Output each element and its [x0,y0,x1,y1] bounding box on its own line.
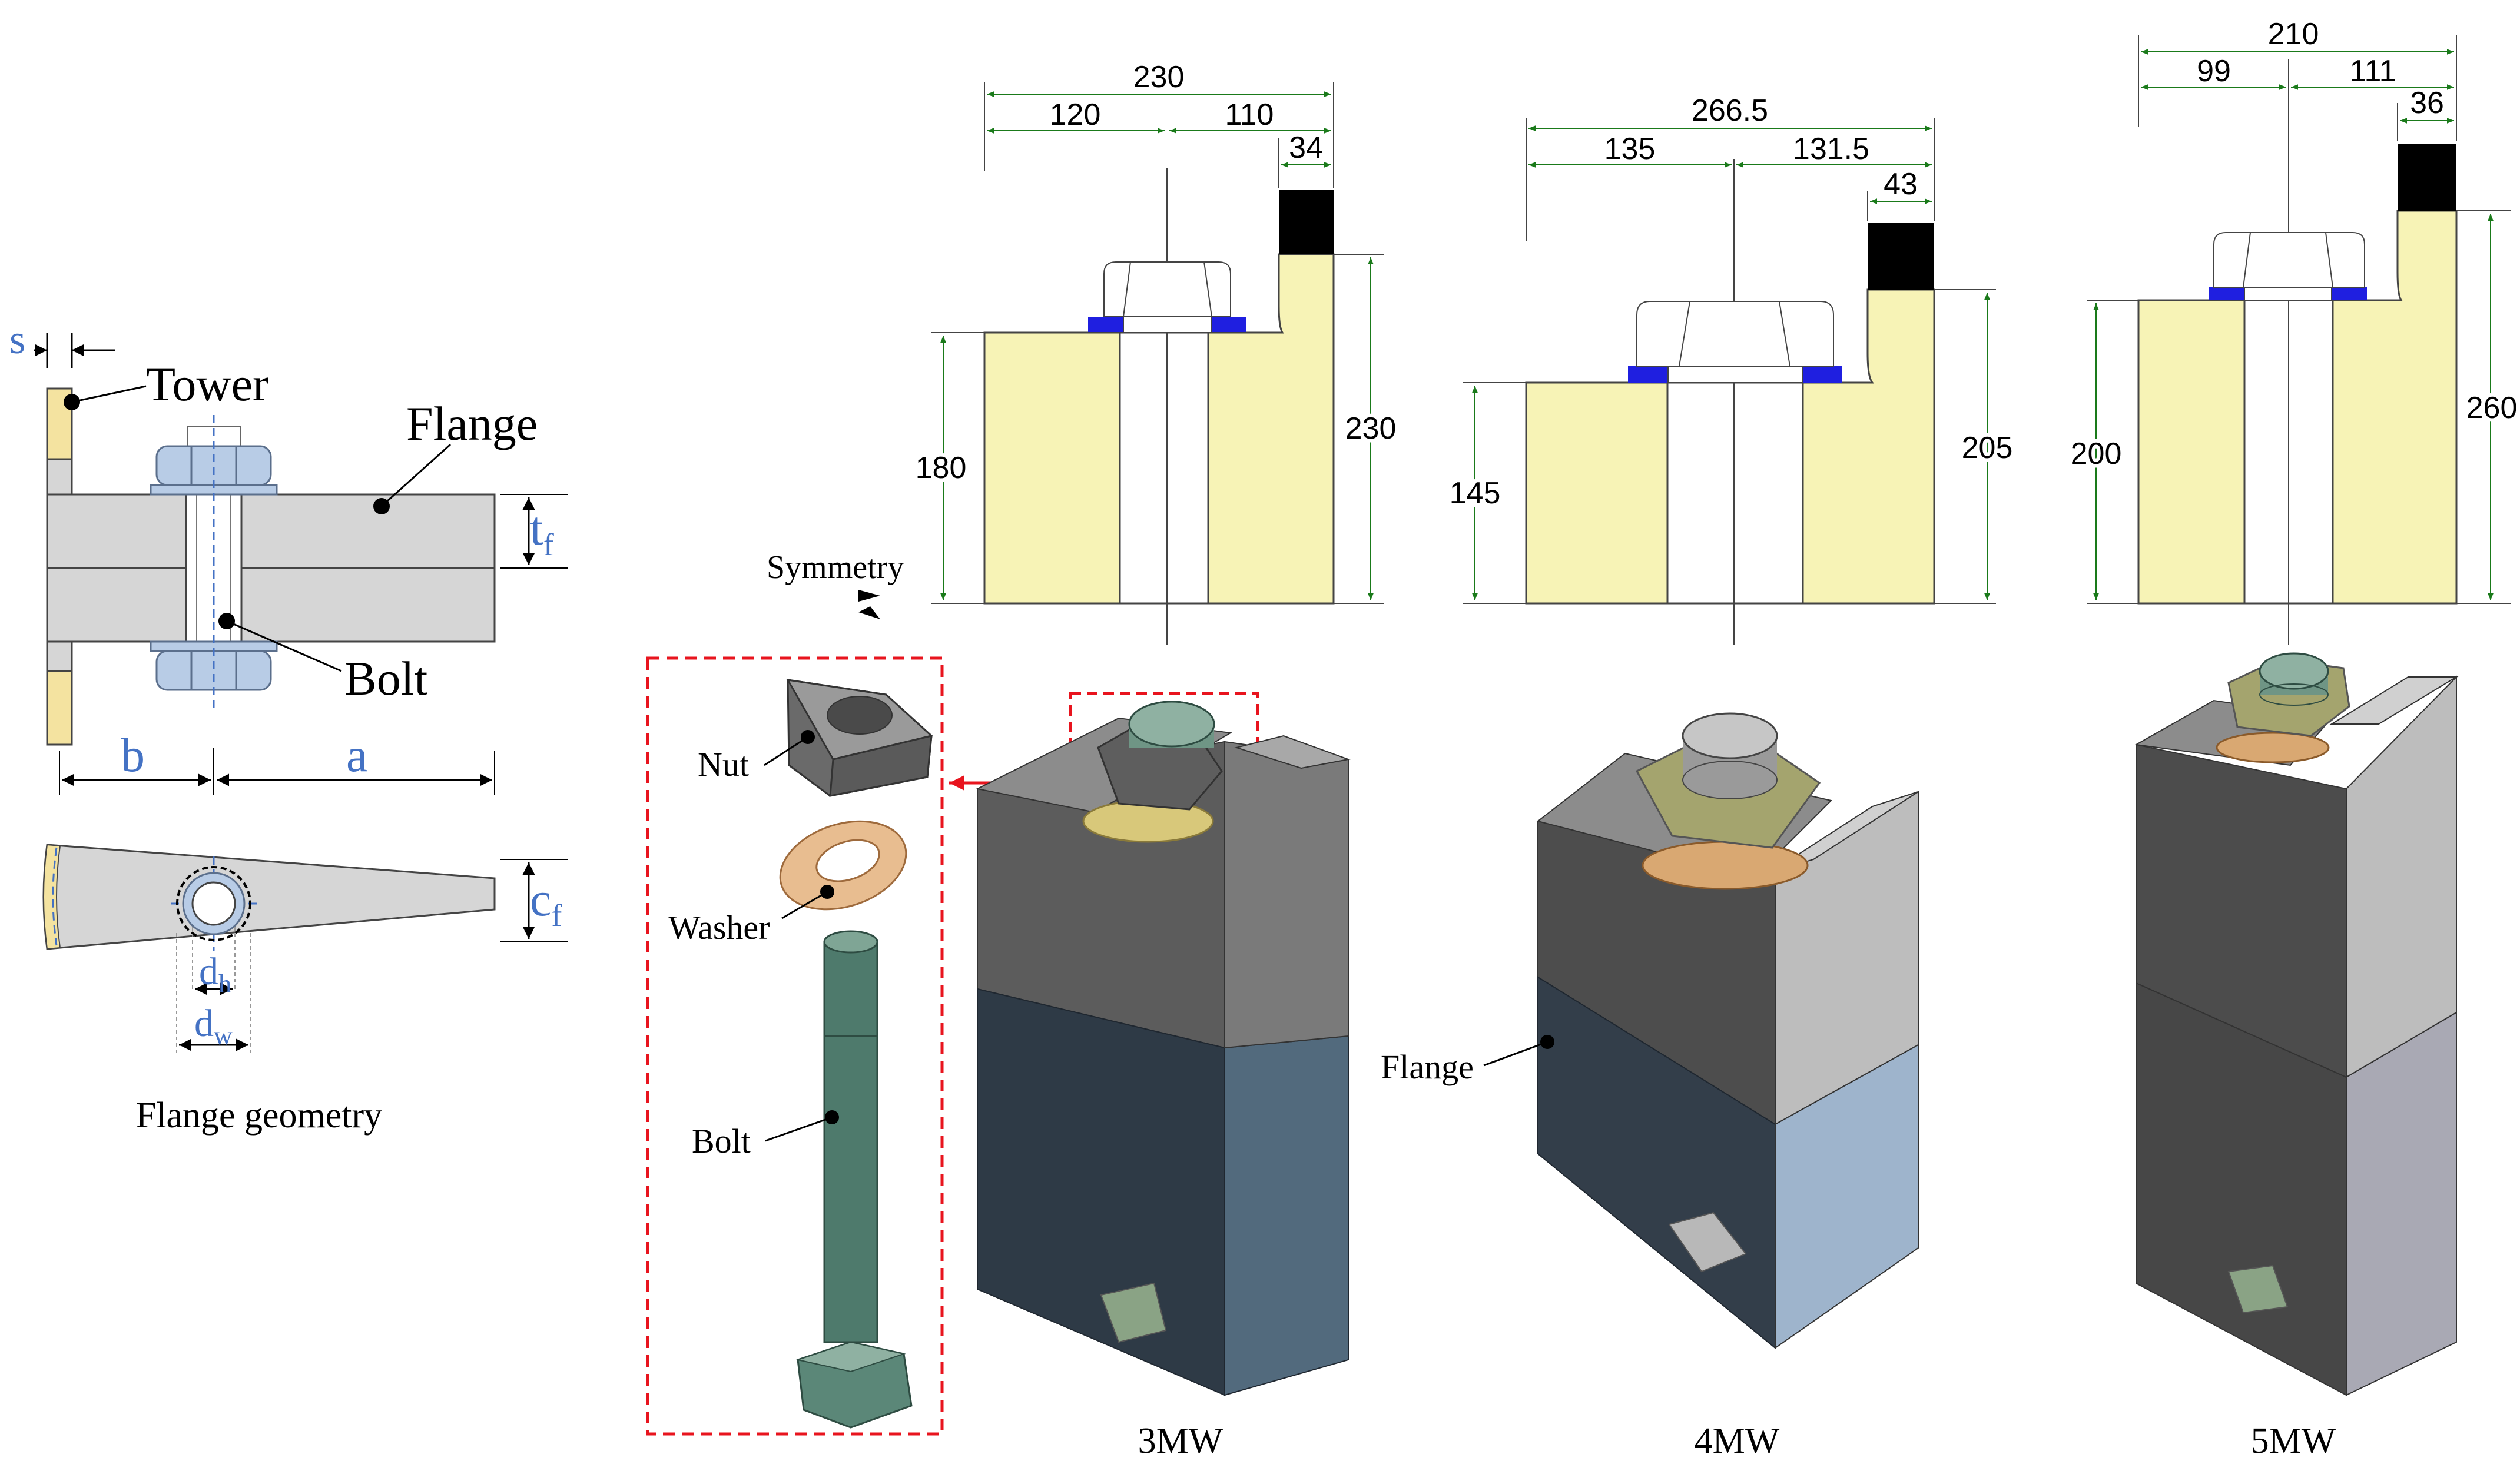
dim-tf: tf [500,494,568,569]
model-4mw [1536,712,1919,1350]
dim-5mw-left: 99 [2197,54,2231,88]
dim-5mw-total: 210 [2268,17,2319,51]
dim-b-a: b a [59,728,495,795]
label-nut: Nut [698,745,749,784]
label-model-flange: Flange [1381,1048,1474,1086]
dim-4mw-total: 266.5 [1692,94,1768,128]
part-washer: Washer [668,820,907,947]
dim-3mw-left: 120 [1050,98,1101,132]
symbol-b: b [121,728,145,782]
flange-plate-lower [46,567,496,643]
flange-geometry-sketch: s Tower Flange Bolt tf b a [9,317,568,1136]
dim-3mw-left-height: 180 [916,451,967,485]
label-tower: Tower [146,357,268,411]
tower-wall-lower [46,670,73,746]
tower-wall-upper-stub [46,458,73,496]
svg-text:dw: dw [194,1002,233,1050]
caption-5mw: 5MW [2251,1421,2336,1461]
part-bolt: Bolt [692,930,913,1429]
symbol-tf-sub: f [543,527,554,562]
dim-3mw-right-height: 230 [1345,411,1397,446]
tower-wall-5mw [2398,144,2456,211]
dim-s: s [9,317,115,368]
symbol-dw: d [194,1002,214,1045]
dim-4mw-right: 131.5 [1793,132,1869,166]
svg-text:cf: cf [530,872,562,933]
symbol-dh: d [199,950,218,993]
dim-3mw-right: 110 [1225,98,1274,132]
tower-wall-lower-stub [46,640,73,672]
section-3mw: 230 120 110 34 180 230 [912,60,1400,645]
symmetry-marker: Symmetry [767,549,904,619]
symbol-a: a [346,728,367,782]
dim-5mw-right: 111 [2349,54,2396,88]
parts-box: Nut Washer Bolt [646,656,944,1436]
dim-4mw-wall: 43 [1884,167,1918,201]
label-flange: Flange [406,397,538,450]
symbol-s: s [9,317,25,363]
part-nut: Nut [698,679,934,797]
nut-bottom [150,640,278,691]
label-symmetry: Symmetry [767,549,904,586]
dim-3mw-total: 230 [1133,60,1185,94]
section-5mw: 210 99 111 36 200 260 [2067,17,2520,645]
bolt-leader [226,620,342,672]
flange-top-view: cf dh dw [42,844,568,1054]
section-4mw: 266.5 135 131.5 43 145 205 [1446,94,2016,645]
dim-5mw-wall: 36 [2410,86,2444,120]
dim-5mw-left-height: 200 [2071,437,2122,471]
dim-4mw-left-height: 145 [1450,476,1501,510]
dim-4mw-left: 135 [1604,132,1656,166]
svg-text:tf: tf [530,502,554,562]
tower-leader [71,385,147,403]
caption-4mw: 4MW [1695,1421,1780,1461]
flange-leader [380,443,452,507]
label-washer: Washer [668,908,770,947]
caption-flange-geometry: Flange geometry [136,1095,382,1136]
caption-3mw: 3MW [1138,1421,1223,1461]
label-bolt: Bolt [344,652,427,705]
model-5mw [2134,652,2459,1396]
dim-3mw-wall: 34 [1289,131,1323,165]
dim-4mw-right-height: 205 [1962,431,2013,465]
svg-text:dh: dh [199,950,231,998]
tower-wall-3mw [1279,190,1334,254]
symbol-cf: c [530,872,551,926]
symbol-cf-sub: f [551,898,562,933]
label-part-bolt: Bolt [692,1122,751,1160]
symbol-dw-sub: w [214,1021,233,1050]
symbol-tf: t [530,502,543,555]
flange-label-4mw: Flange [1381,1035,1554,1086]
flange-plate-upper [46,493,496,569]
symbol-dh-sub: h [218,970,231,998]
tower-wall-4mw [1868,223,1934,290]
model-3mw [975,701,1351,1396]
dim-5mw-right-height: 260 [2466,391,2518,425]
